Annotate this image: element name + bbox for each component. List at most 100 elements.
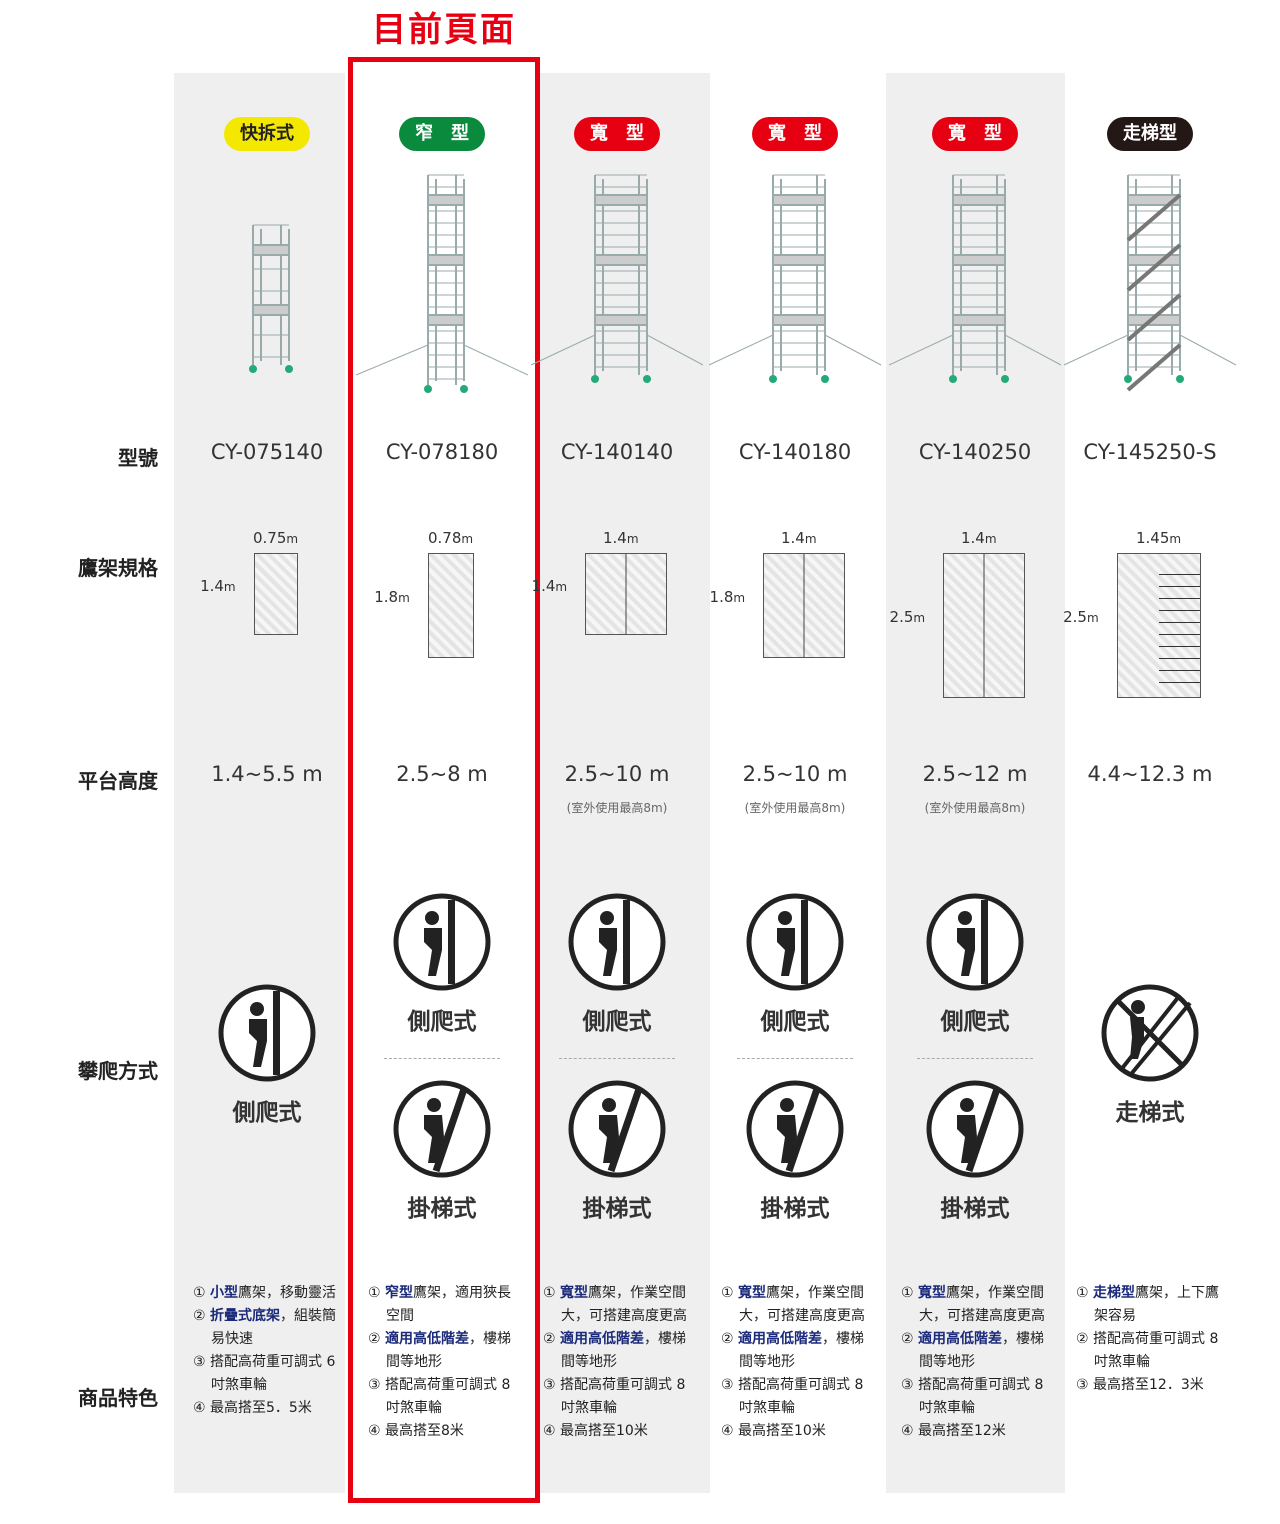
feature-number: ②	[368, 1331, 381, 1347]
width-value: 0.75	[253, 529, 287, 547]
length-value: 1.4	[200, 576, 224, 595]
platform-diagram	[427, 553, 475, 658]
unit: m	[461, 532, 474, 546]
platform-height: 2.5~8 m	[396, 762, 488, 786]
unit: m	[913, 611, 926, 626]
length-value: 2.5	[889, 608, 914, 627]
feature-number: ③	[368, 1377, 381, 1393]
unit: m	[984, 532, 997, 546]
model-number: CY-075140	[210, 440, 324, 464]
stair-climb-icon	[1100, 983, 1200, 1083]
feature-item: ① 走梯型鷹架，上下鷹架容易	[1076, 1282, 1232, 1328]
feature-text: 鷹架，適用狹長空間	[386, 1285, 512, 1324]
scaffold-image	[354, 165, 530, 395]
climb-label: 走梯式	[1115, 1100, 1185, 1126]
feature-number: ②	[901, 1331, 914, 1347]
climb-label: 掛梯式	[760, 1196, 830, 1222]
feature-highlight: 走梯型	[1093, 1285, 1136, 1301]
width-value: 1.4	[603, 529, 627, 547]
feature-item: ③ 搭配高荷重可調式 6吋煞車輪	[193, 1351, 349, 1397]
type-badge[interactable]: 寬 型	[752, 117, 838, 151]
feature-number: ②	[193, 1308, 206, 1324]
length-value: 1.4	[531, 576, 556, 595]
unit: m	[804, 532, 817, 546]
length-value: 2.5	[1063, 608, 1087, 627]
platform-diagram	[253, 553, 299, 635]
climb-label: 側爬式	[407, 1009, 477, 1035]
unit: m	[733, 591, 746, 606]
stair-step	[1158, 598, 1201, 599]
feature-item: ② 適用高低階差，樓梯間等地形	[721, 1328, 877, 1374]
model-number: CY-140250	[918, 440, 1032, 464]
current-page-label: 目前頁面	[372, 10, 516, 50]
feature-item: ④ 最高搭至10米	[543, 1420, 699, 1443]
divider	[917, 1058, 1033, 1059]
feature-number: ④	[543, 1423, 556, 1439]
feature-number: ①	[1076, 1285, 1089, 1301]
feature-highlight: 寬型	[738, 1285, 767, 1301]
model-number: CY-140140	[560, 440, 674, 464]
climb-label: 掛梯式	[940, 1196, 1010, 1222]
feature-text: ，組裝簡易快速	[211, 1308, 337, 1347]
feature-item: ② 適用高低階差，樓梯間等地形	[901, 1328, 1057, 1374]
column-bg	[886, 73, 1065, 1493]
feature-text: 搭配高荷重可調式 8吋煞車輪	[1093, 1331, 1219, 1370]
platform-width: 1.4m	[603, 529, 639, 547]
feature-item: ④ 最高搭至10米	[721, 1420, 877, 1443]
feature-number: ④	[193, 1400, 206, 1416]
scaffold-image	[1062, 165, 1238, 395]
climb-label: 側爬式	[760, 1009, 830, 1035]
divider	[737, 1058, 853, 1059]
feature-number: ②	[543, 1331, 556, 1347]
type-badge[interactable]: 窄 型	[399, 117, 485, 151]
ladder-climb-icon	[567, 1079, 667, 1179]
unit: m	[626, 532, 639, 546]
model-number: CY-078180	[385, 440, 499, 464]
feature-text: 鷹架，作業空間大，可搭建高度更高	[919, 1285, 1045, 1324]
unit: m	[1086, 611, 1099, 626]
row-label-climb: 攀爬方式	[78, 1059, 158, 1083]
feature-text: 最高搭至12米	[918, 1423, 1006, 1439]
feature-number: ①	[901, 1285, 914, 1301]
platform-height: 2.5~10 m	[742, 762, 848, 786]
platform-height: 4.4~12.3 m	[1087, 762, 1213, 786]
side-climb-icon	[217, 983, 317, 1083]
unit: m	[398, 591, 410, 606]
height-note: (室外使用最高8m)	[924, 801, 1026, 815]
row-label-height: 平台高度	[78, 769, 158, 793]
side-climb-icon	[567, 892, 667, 992]
climb-label: 掛梯式	[582, 1196, 652, 1222]
feature-number: ③	[721, 1377, 734, 1393]
type-badge[interactable]: 寬 型	[574, 117, 660, 151]
platform-width: 1.4m	[781, 529, 817, 547]
feature-item: ④ 最高搭至5．5米	[193, 1397, 349, 1420]
side-climb-icon	[925, 892, 1025, 992]
feature-text: 搭配高荷重可調式 6吋煞車輪	[210, 1354, 336, 1393]
platform-width: 1.45m	[1136, 529, 1181, 547]
feature-text: ，樓梯間等地形	[561, 1331, 687, 1370]
type-badge[interactable]: 走梯型	[1107, 117, 1193, 151]
feature-text: 鷹架，上下鷹架容易	[1094, 1285, 1220, 1324]
feature-item: ① 寬型鷹架，作業空間大，可搭建高度更高	[543, 1282, 699, 1328]
scaffold-image	[707, 165, 883, 395]
feature-number: ①	[543, 1285, 556, 1301]
scaffold-image	[529, 165, 705, 395]
platform-diagram	[585, 553, 667, 635]
platform-length: 2.5m	[1063, 608, 1099, 626]
feature-item: ① 寬型鷹架，作業空間大，可搭建高度更高	[721, 1282, 877, 1328]
type-badge[interactable]: 快拆式	[224, 117, 310, 151]
stair-step	[1158, 646, 1201, 647]
unit: m	[1169, 532, 1182, 546]
unit: m	[286, 532, 299, 546]
feature-text: ，樓梯間等地形	[739, 1331, 865, 1370]
type-badge[interactable]: 寬 型	[932, 117, 1018, 151]
feature-highlight: 寬型	[918, 1285, 947, 1301]
feature-item: ② 適用高低階差，樓梯間等地形	[368, 1328, 524, 1374]
